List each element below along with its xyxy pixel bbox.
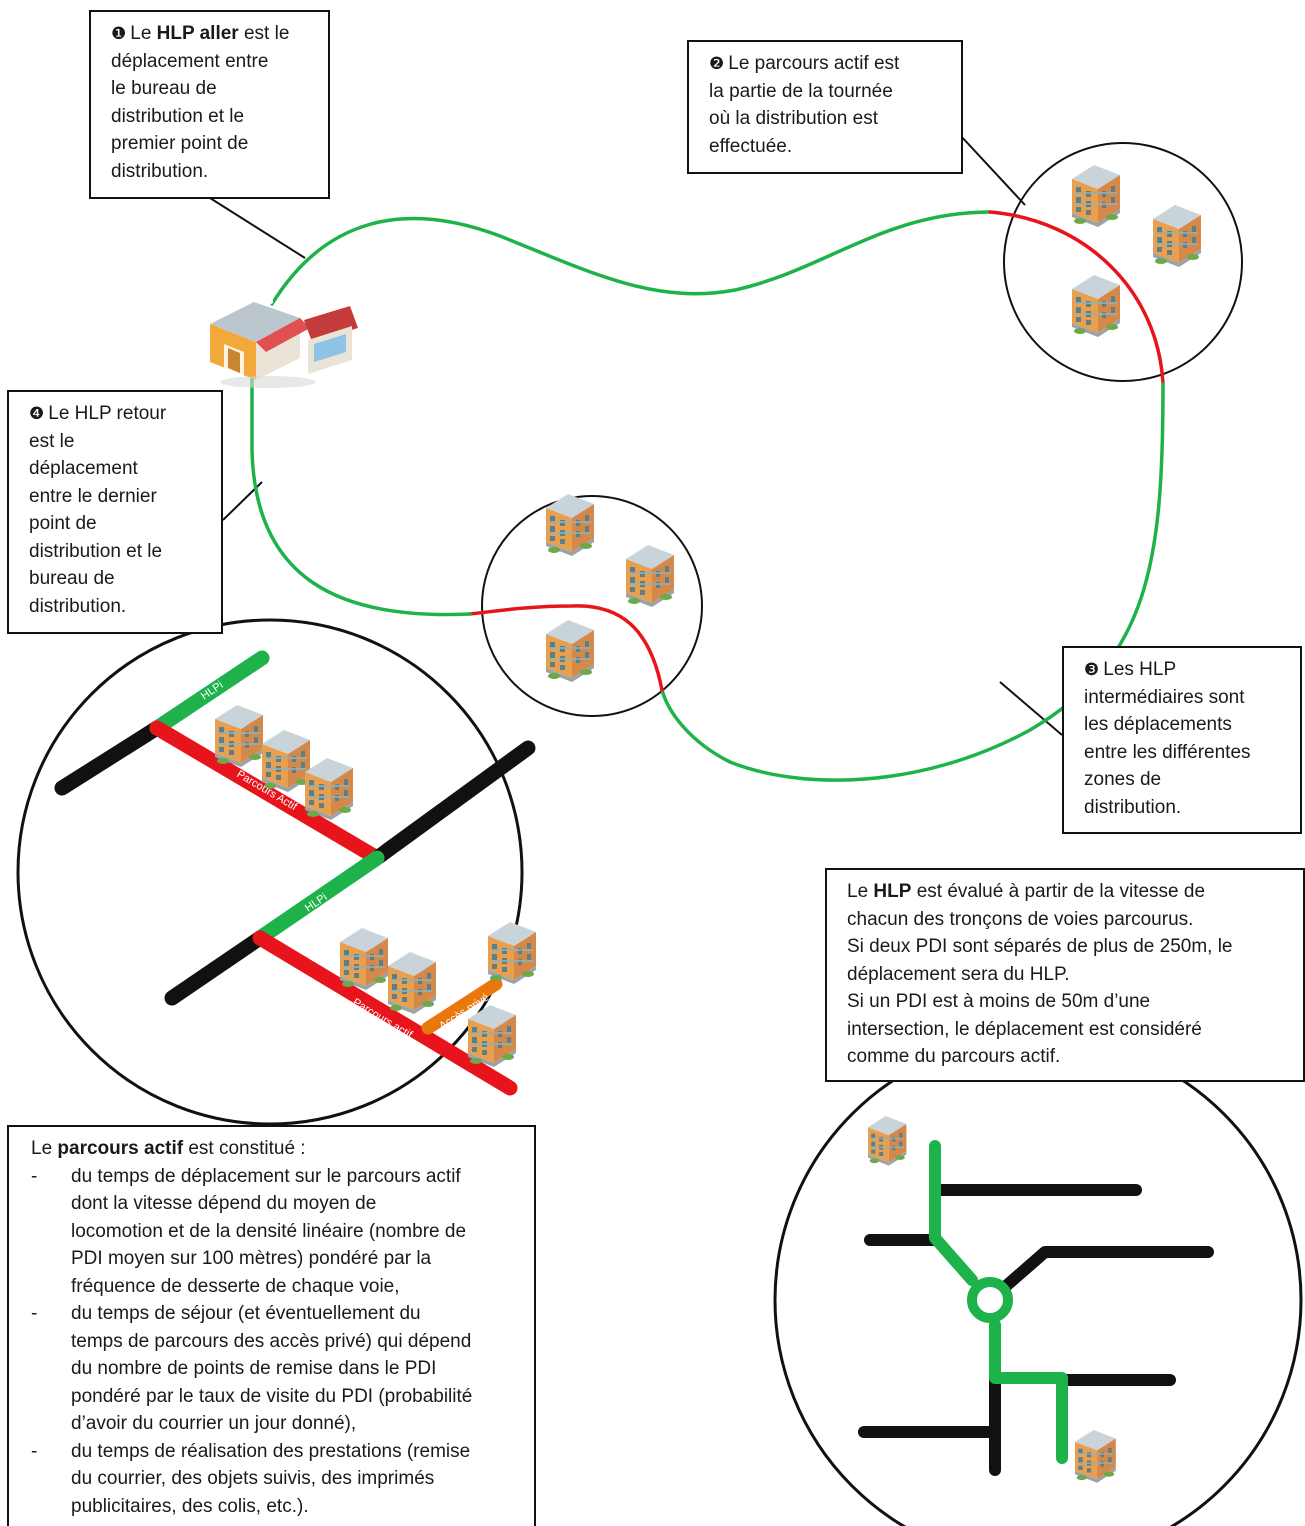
parcours-actif-definition: Le parcours actif est constitué : du tem… <box>7 1125 536 1526</box>
number-3-icon: ❸ <box>1084 660 1100 679</box>
list-item: du temps de séjour (et éventuellement du… <box>31 1300 524 1438</box>
tour-route <box>250 210 1165 782</box>
apartment-building-icon <box>546 165 1201 682</box>
list-item: du temps de réalisation des prestations … <box>31 1438 524 1521</box>
number-4-icon: ❹ <box>29 404 45 423</box>
post-office-icon <box>210 292 358 388</box>
number-1-icon: ❶ <box>111 24 127 43</box>
list-item: du temps de déplacement sur le parcours … <box>31 1163 524 1301</box>
number-2-icon: ❷ <box>709 54 725 73</box>
hlp-evaluation-note: Le HLP est évalué à partir de la vitesse… <box>825 868 1305 1082</box>
intersection-detail-zoom <box>773 1035 1303 1526</box>
distribution-zone-1 <box>1003 142 1243 382</box>
street-detail-zoom: HLPi Parcours Actif HLPi Parcours actif … <box>16 618 536 1126</box>
definition-list: du temps de déplacement sur le parcours … <box>31 1163 524 1521</box>
distribution-zone-2 <box>481 495 703 717</box>
